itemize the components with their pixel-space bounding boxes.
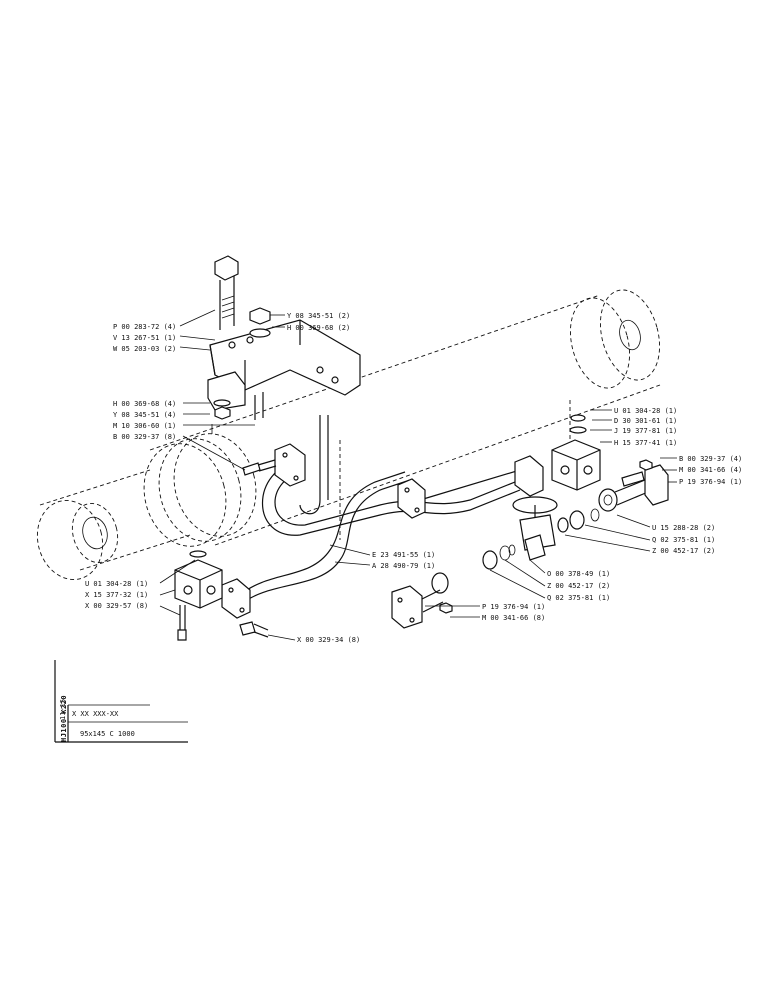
callout-label: V 13 267-51 (1) (113, 334, 176, 342)
callout-label: W 05 203-03 (2) (113, 345, 176, 353)
callout-label: B 00 329-37 (8) (113, 433, 176, 441)
callout-label: Y 08 345-51 (2) (287, 312, 350, 320)
callout-label: Q 02 375-81 (1) (652, 536, 715, 544)
callout-label: H 00 369-68 (4) (113, 400, 176, 408)
sheet-number: 11-15 (59, 699, 67, 720)
clamp-assembly (207, 255, 361, 434)
callout-label: B 00 329-37 (4) (679, 455, 742, 463)
callout-label: Q 02 375-81 (1) (547, 594, 610, 602)
cylinder-spec: 95x145 C 1000 (80, 730, 135, 738)
callout-label: H 00 369-68 (2) (287, 324, 350, 332)
valve-blocks (174, 414, 601, 609)
callout-label: M 10 306-60 (1) (113, 422, 176, 430)
callout-label: X 00 329-34 (8) (297, 636, 360, 644)
callout-label: E 23 491-55 (1) (372, 551, 435, 559)
callout-label: U 15 288-28 (2) (652, 524, 715, 532)
cylinder-body (36, 289, 661, 580)
callout-label: Z 00 452-17 (2) (547, 582, 610, 590)
bolts (177, 459, 277, 641)
leader-lines (159, 309, 677, 641)
callout-label: Y 08 345-51 (4) (113, 411, 176, 419)
callout-label: D 30 301-61 (1) (614, 417, 677, 425)
callout-labels: P 00 283-72 (4) V 13 267-51 (1) W 05 203… (85, 312, 742, 644)
flanges (221, 443, 544, 619)
callout-label: O 00 378-49 (1) (547, 570, 610, 578)
callout-label: M 00 341-66 (8) (482, 614, 545, 622)
pipe-routing (239, 415, 521, 606)
callout-label: Z 00 452-17 (2) (652, 547, 715, 555)
callout-label: X 00 329-57 (8) (85, 602, 148, 610)
callout-label: M 00 341-66 (4) (679, 466, 742, 474)
shutoff-valve (482, 496, 600, 570)
callout-label: P 19 376-94 (1) (482, 603, 545, 611)
callout-label: U 01 304-28 (1) (614, 407, 677, 415)
callout-label: A 28 490-79 (1) (372, 562, 435, 570)
model-title: HJ100 K220 (60, 695, 68, 742)
callout-label: P 00 283-72 (4) (113, 323, 176, 331)
title-block: HJ100 K220 11-15 X XX XXX-XX 95x145 C 10… (54, 660, 188, 743)
callout-label: J 19 377-81 (1) (614, 427, 677, 435)
callout-label: H 15 377-41 (1) (614, 439, 677, 447)
pipe-clamps (391, 459, 669, 629)
callout-label: U 01 304-28 (1) (85, 580, 148, 588)
callout-label: P 19 376-94 (1) (679, 478, 742, 486)
part-code: X XX XXX-XX (72, 710, 119, 718)
callout-label: X 15 377-32 (1) (85, 591, 148, 599)
